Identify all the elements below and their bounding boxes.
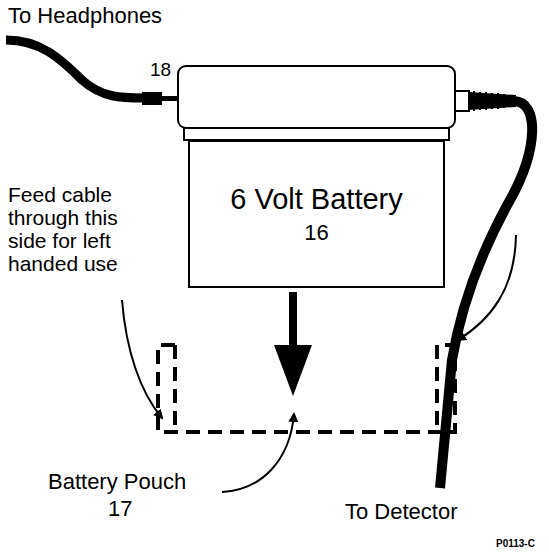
battery-pouch-outline [158, 345, 455, 432]
cable-label: To Headphones [8, 4, 162, 28]
right-feed-arrow [458, 235, 516, 340]
plug-pin [162, 96, 178, 101]
cable-label: To Detector [345, 500, 458, 524]
part-name: 6 Volt Battery [230, 183, 403, 216]
callout-number: 18 [150, 60, 171, 81]
figure-code: P0113-C [496, 538, 535, 549]
headphone-cable [6, 40, 144, 98]
detector-connector [455, 91, 469, 111]
headphone-plug [142, 92, 162, 105]
callout-number: 16 [304, 220, 328, 245]
housing-base [184, 128, 449, 140]
battery-box: 6 Volt Battery 16 [188, 140, 445, 288]
left-feed-arrow [122, 300, 162, 418]
part-name: Battery Pouch [48, 470, 186, 494]
strain-relief [469, 91, 515, 111]
instruction-note: Feed cable through this side for left ha… [8, 183, 158, 275]
insert-arrow [289, 292, 297, 348]
pouch-leader [222, 414, 294, 492]
insert-arrow-head [274, 345, 312, 396]
amplifier-housing [178, 66, 455, 128]
callout-number: 17 [108, 497, 132, 521]
